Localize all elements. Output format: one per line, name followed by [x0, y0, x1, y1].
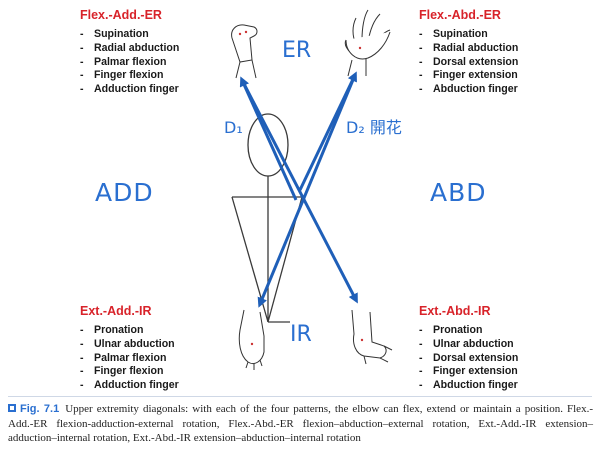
pattern-list: Supination Radial abduction Dorsal exten… [419, 28, 518, 97]
pattern-title: Ext.-Abd.-IR [419, 304, 491, 318]
list-item: Pronation [80, 324, 179, 338]
list-item: Dorsal extension [419, 56, 518, 70]
pattern-title: Flex.-Add.-ER [80, 8, 162, 22]
list-item: Ulnar abduction [419, 338, 518, 352]
pattern-flex-add-er: Flex.-Add.-ER Supination Radial abductio… [80, 8, 179, 97]
diagonal-d2-line [257, 74, 357, 308]
diagonal-diagram [231, 9, 393, 370]
list-item: Supination [419, 28, 518, 42]
hand-bottom-left-icon [238, 309, 265, 370]
pattern-list: Pronation Ulnar abduction Palmar flexion… [80, 324, 179, 393]
list-item: Pronation [419, 324, 518, 338]
list-item: Dorsal extension [419, 352, 518, 366]
hand-top-left-icon [231, 24, 258, 79]
hand-bottom-right-icon [351, 309, 393, 365]
caption-text: Upper extremity diagonals: with each of … [8, 403, 593, 444]
handwritten-ir-label: IR [290, 322, 312, 347]
handwritten-d1-label: D₁ [224, 118, 243, 137]
hand-top-right-icon [344, 9, 391, 77]
list-item: Finger flexion [80, 365, 179, 379]
pattern-ext-abd-ir: Ext.-Abd.-IR Pronation Ulnar abduction D… [419, 304, 518, 393]
pattern-flex-abd-er: Flex.-Abd.-ER Supination Radial abductio… [419, 8, 518, 97]
list-item: Palmar flexion [80, 352, 179, 366]
handwritten-er-label: ER [282, 38, 312, 63]
list-item: Ulnar abduction [80, 338, 179, 352]
pattern-list: Supination Radial abduction Palmar flexi… [80, 28, 179, 97]
caption-divider [8, 396, 592, 397]
diagonal-d1-line [240, 79, 358, 304]
handwritten-d2-label: D₂ 開花 [346, 118, 402, 137]
pattern-title: Ext.-Add.-IR [80, 304, 152, 318]
list-item: Finger extension [419, 69, 518, 83]
list-item: Finger flexion [80, 69, 179, 83]
pattern-ext-add-ir: Ext.-Add.-IR Pronation Ulnar abduction P… [80, 304, 179, 393]
handwritten-abd-label: ABD [430, 178, 487, 207]
list-item: Abduction finger [419, 83, 518, 97]
list-item: Finger extension [419, 365, 518, 379]
arm-left [231, 196, 269, 323]
handwritten-add-label: ADD [95, 178, 154, 207]
list-item: Radial abduction [419, 42, 518, 56]
list-item: Palmar flexion [80, 56, 179, 70]
list-item: Supination [80, 28, 179, 42]
caption-figure-label: Fig. 7.1 [20, 403, 60, 415]
list-item: Radial abduction [80, 42, 179, 56]
pattern-title: Flex.-Abd.-ER [419, 8, 501, 22]
list-item: Adduction finger [80, 379, 179, 393]
list-item: Abduction finger [419, 379, 518, 393]
caption-marker-icon [8, 404, 16, 412]
pattern-list: Pronation Ulnar abduction Dorsal extensi… [419, 324, 518, 393]
list-item: Adduction finger [80, 83, 179, 97]
